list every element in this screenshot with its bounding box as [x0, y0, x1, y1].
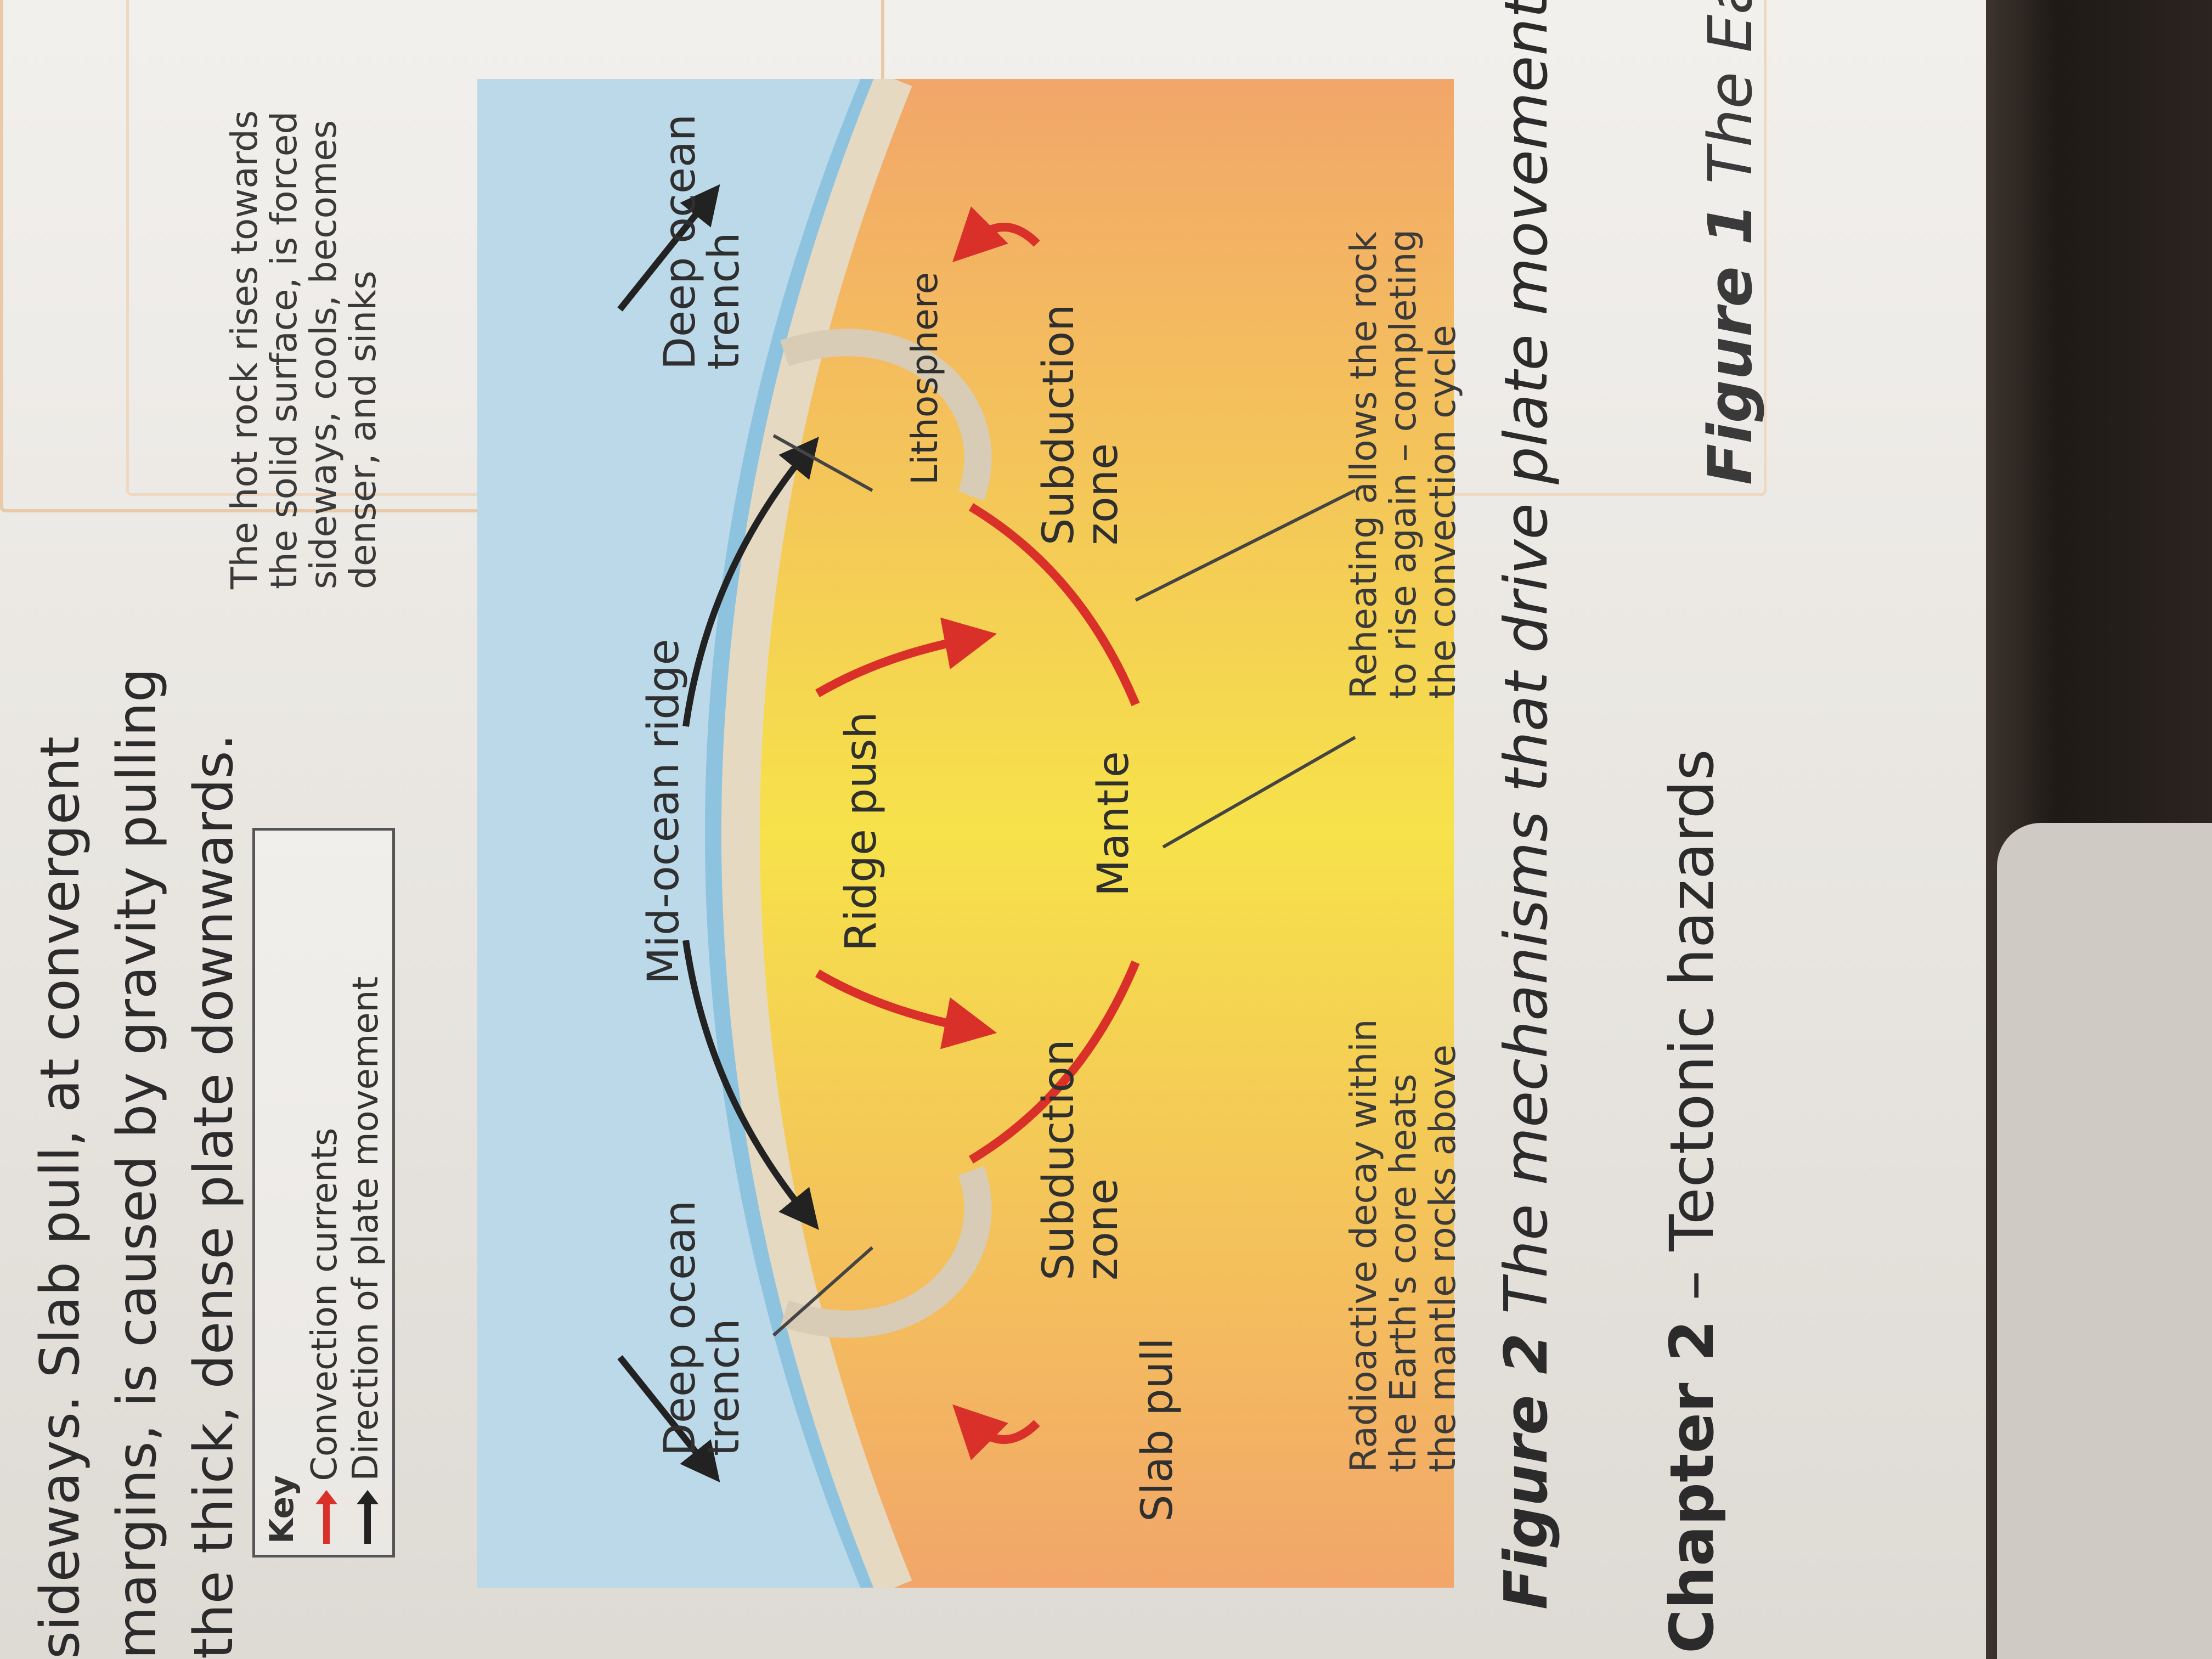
- label-left-subduction: Subduction zone: [1034, 1039, 1127, 1280]
- label-left-subduction-text: Subduction zone: [1034, 1039, 1127, 1280]
- figure1-caption: Figure 1 The Eart: [1695, 0, 1765, 485]
- key-movement-label: Direction of plate movement: [346, 976, 386, 1481]
- body-paragraph: sideways. Slab pull, at convergent margi…: [22, 562, 252, 1659]
- convection-arrow-5: [952, 1404, 1040, 1460]
- leader-radioactive: [1162, 736, 1356, 849]
- key-row-convection: Convection currents: [304, 1128, 345, 1544]
- plate-arrow-right-outer: [617, 184, 720, 312]
- figure2-label: Figure 2: [1492, 1333, 1561, 1610]
- key-convection-label: Convection currents: [304, 1127, 345, 1481]
- right-subducting-slab: [780, 329, 992, 501]
- chapter-title: – Tectonic hazards: [1657, 749, 1727, 1320]
- note-radioactive: Radioactive decay within the Earth's cor…: [1342, 1019, 1464, 1472]
- label-left-trench-text: Deep ocean trench: [656, 1200, 749, 1456]
- left-subducting-slab: [780, 1166, 992, 1338]
- chapter-label: Chapter 2: [1657, 1319, 1727, 1654]
- convection-arrow-3: [815, 617, 997, 697]
- black-arrow-icon: [364, 1500, 371, 1544]
- label-mid-ocean-ridge: Mid-ocean ridge: [639, 639, 689, 984]
- note-hot-rock-text: The hot rock rises towards the solid sur…: [223, 110, 384, 589]
- convection-arrow-2: [968, 960, 1140, 1164]
- label-ridge-push: Ridge push: [837, 712, 886, 951]
- plate-arrow-right-inner: [682, 437, 819, 727]
- background-fabric: [1997, 823, 2212, 1659]
- label-lithosphere: Lithosphere: [904, 272, 946, 485]
- note-hot-rock: The hot rock rises towards the solid sur…: [223, 110, 384, 589]
- key-title: Key: [263, 1475, 301, 1544]
- key-row-movement: Direction of plate movement: [346, 977, 386, 1544]
- note-reheating: Reheating allows the rock to rise again …: [1342, 229, 1464, 699]
- label-right-trench: Deep ocean trench: [656, 114, 749, 370]
- chapter-footer: Chapter 2 – Tectonic hazards: [1657, 749, 1727, 1654]
- label-left-trench: Deep ocean trench: [656, 1200, 749, 1456]
- convection-arrow-4: [968, 503, 1140, 707]
- plate-arrow-left-inner: [682, 940, 819, 1230]
- ocean-layer: [705, 79, 883, 1588]
- body-line-2: margins, is caused by gravity pulling: [106, 668, 168, 1659]
- convection-arrow-6: [952, 206, 1040, 262]
- body-line-1: sideways. Slab pull, at convergent: [29, 736, 92, 1659]
- label-slab-pull: Slab pull: [1133, 1338, 1182, 1522]
- label-right-subduction-text: Subduction zone: [1034, 304, 1127, 545]
- red-arrow-icon: [323, 1500, 330, 1544]
- diagram-key: Key Convection currents Direction of pla…: [252, 828, 395, 1558]
- figure1-label: Figure 1: [1695, 203, 1765, 485]
- label-right-subduction: Subduction zone: [1034, 304, 1127, 545]
- plate-arrow-left-outer: [617, 1355, 720, 1483]
- mantle-area: [716, 79, 1454, 1588]
- figure1-text: The Eart: [1695, 0, 1765, 184]
- plate-movement-diagram: Deep ocean trench Subduction zone Slab p…: [477, 79, 1464, 1588]
- note-radioactive-text: Radioactive decay within the Earth's cor…: [1342, 1019, 1464, 1472]
- leader-left-trench: [772, 1246, 873, 1337]
- leader-reheating: [1135, 489, 1356, 602]
- figure2-text: The mechanisms that drive plate movement: [1492, 0, 1561, 1314]
- label-mantle: Mantle: [1089, 751, 1138, 896]
- diagram-svg: [477, 79, 1454, 1588]
- convection-arrow-1: [815, 969, 997, 1049]
- lithosphere-band: [721, 79, 912, 1588]
- label-right-trench-text: Deep ocean trench: [656, 114, 749, 370]
- leader-right-trench: [772, 434, 873, 492]
- rotated-page-content: sideways. Slab pull, at convergent margi…: [0, 0, 1953, 1659]
- figure2-caption: Figure 2 The mechanisms that drive plate…: [1492, 0, 1561, 1610]
- note-reheating-text: Reheating allows the rock to rise again …: [1342, 229, 1464, 699]
- body-line-3: the thick, dense plate downwards.: [183, 733, 245, 1659]
